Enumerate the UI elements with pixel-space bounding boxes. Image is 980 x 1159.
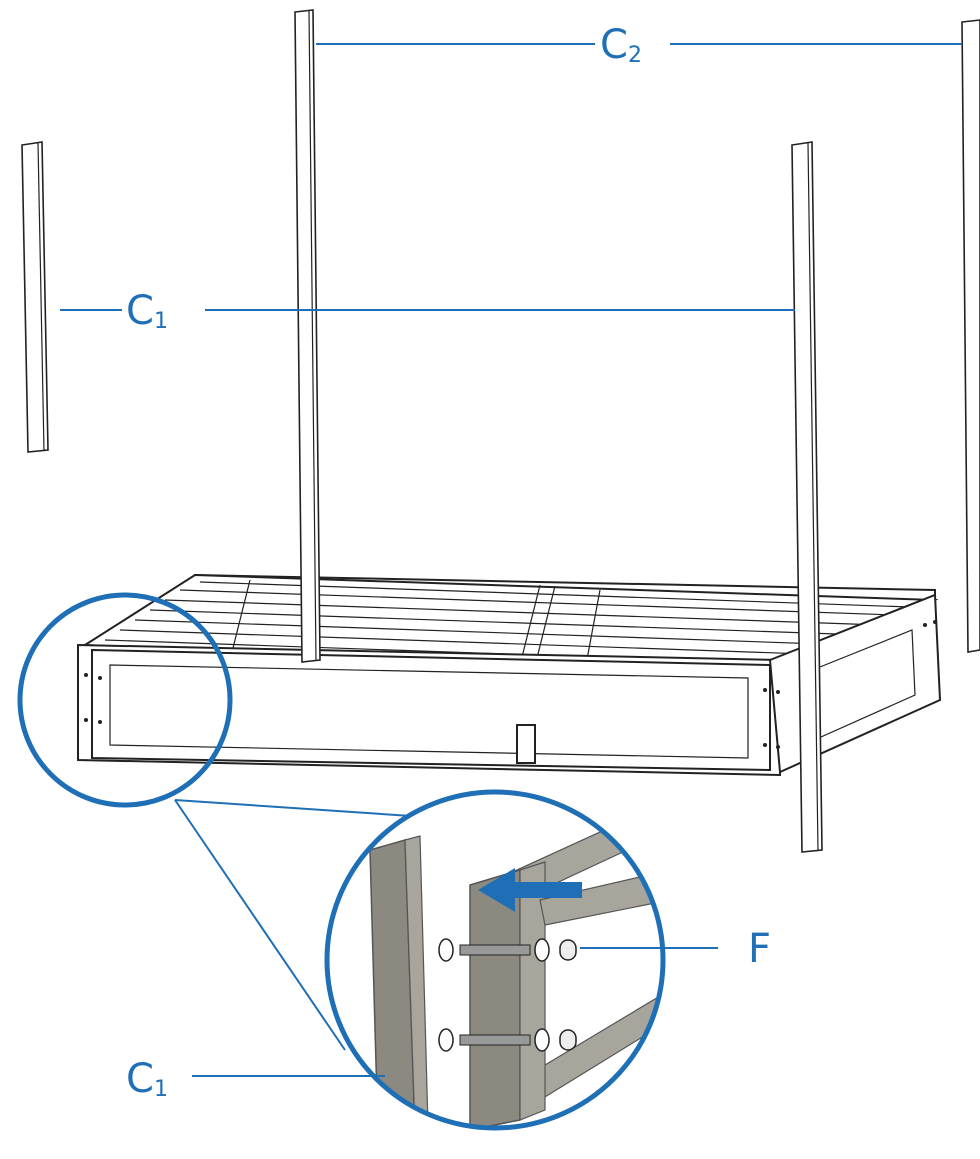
source-circle [17, 592, 233, 808]
zoom-circle [324, 789, 666, 1131]
direction-arrow [478, 868, 582, 912]
post-c1-right [791, 141, 823, 853]
post-c1-left [21, 141, 49, 453]
bolt-top [438, 938, 577, 962]
zoom-line-left [174, 799, 346, 1051]
label-f: F [748, 926, 771, 972]
label-c1-bottom: C1 [126, 1056, 168, 1102]
label-c1-mid: C1 [126, 288, 168, 334]
post-c2-right [961, 19, 980, 653]
bolt-bottom [438, 1028, 577, 1052]
label-c2: C2 [600, 22, 642, 68]
post-c2-left [294, 9, 321, 663]
